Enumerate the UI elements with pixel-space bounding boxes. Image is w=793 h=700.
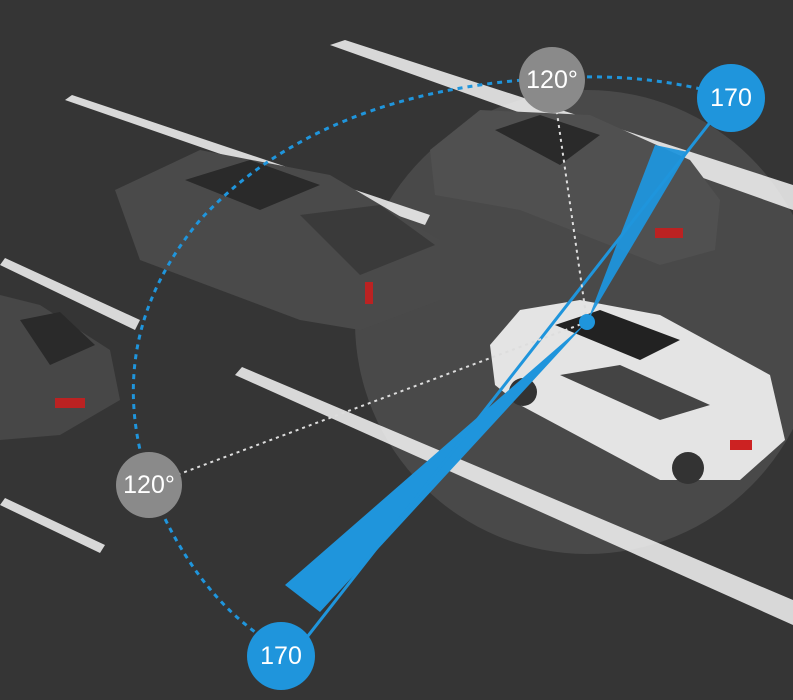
angle-line-top [551,77,588,323]
sedan-top-right [430,110,720,265]
angle-badge-left: 120° [116,452,182,518]
fov-wedge-front [587,145,688,322]
angle-badge-top: 120° [519,47,585,113]
fov-wedge-rear [285,322,587,612]
fov-axis-line [291,96,732,656]
camera-point [579,314,595,330]
fov-boundary-arc [131,75,731,657]
angle-line-left [149,321,588,486]
sedan-left [0,295,120,440]
fov-badge-top: 170 [697,64,765,132]
fov-badge-bottom: 170 [247,622,315,690]
pickup-truck [115,150,440,330]
